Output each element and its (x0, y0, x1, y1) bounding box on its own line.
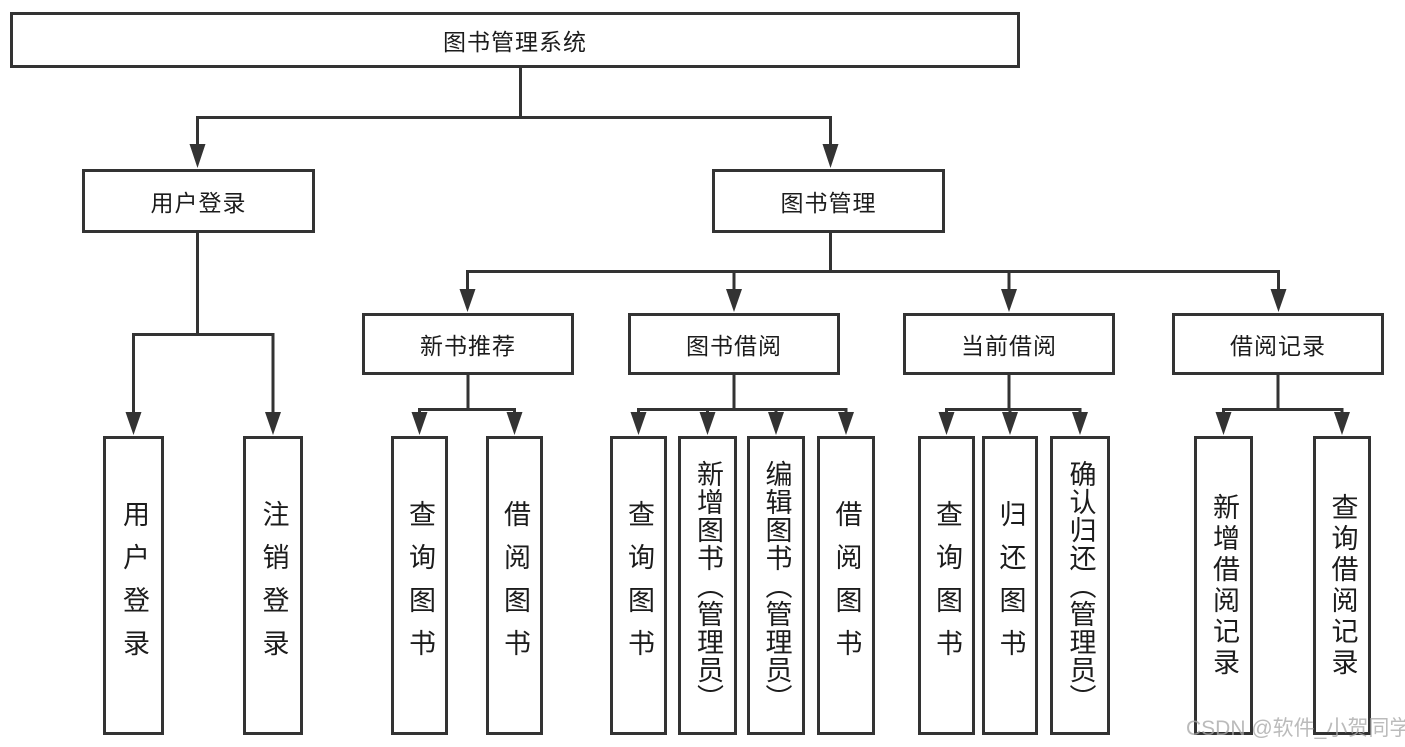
node-label: 借阅图书 (500, 499, 530, 672)
node-new-book-recommend: 新书推荐 (362, 313, 574, 375)
connector-current-borrow-to-leaves (938, 375, 1088, 435)
arrow-down-icon (768, 412, 784, 435)
csdn-watermark: CSDN @软件_小贺同学 (1186, 717, 1405, 740)
arrow-down-icon (630, 412, 647, 435)
node-label: 图书管理 (780, 190, 877, 216)
arrow-down-icon (1002, 412, 1018, 435)
leaf-recommend-borrow-books: 借阅图书 (486, 436, 543, 735)
arrow-down-icon (822, 144, 839, 168)
connector-borrow-records-to-leaves (1215, 375, 1350, 435)
leaf-confirm-return-admin: 确认归还（管理员） (1050, 436, 1110, 735)
connector-root-to-level1 (189, 68, 839, 168)
node-label: 借阅记录 (1230, 333, 1326, 359)
node-book-borrow: 图书借阅 (628, 313, 840, 375)
leaf-query-borrow-record: 查询借阅记录 (1313, 436, 1371, 735)
leaf-edit-book-admin: 编辑图书（管理员） (747, 436, 805, 735)
arrow-down-icon (1334, 412, 1350, 435)
leaf-user-login: 用户登录 (103, 436, 164, 735)
leaf-current-query-books: 查询图书 (918, 436, 975, 735)
node-label: 查询图书 (405, 499, 435, 672)
node-label: 归还图书 (995, 499, 1026, 672)
connector-new-book-recommend-to-leaves (411, 375, 523, 435)
arrow-down-icon (838, 412, 854, 435)
node-label: 新增图书（管理员） (693, 459, 723, 712)
arrow-down-icon (459, 289, 476, 312)
arrow-down-icon (726, 289, 742, 312)
node-root-library-management-system: 图书管理系统 (10, 12, 1020, 68)
node-label: 查询图书 (932, 499, 962, 672)
arrow-down-icon (938, 412, 955, 435)
node-label: 借阅图书 (831, 499, 862, 672)
leaf-recommend-query-books: 查询图书 (391, 436, 448, 735)
arrow-down-icon (265, 412, 281, 435)
node-current-borrow: 当前借阅 (903, 313, 1115, 375)
leaf-add-borrow-record: 新增借阅记录 (1194, 436, 1253, 735)
leaf-return-books: 归还图书 (982, 436, 1038, 735)
arrow-down-icon (1215, 412, 1232, 435)
node-label: 当前借阅 (961, 333, 1057, 359)
arrow-down-icon (699, 412, 716, 435)
leaf-borrow-books: 借阅图书 (817, 436, 875, 735)
node-label: 编辑图书（管理员） (761, 459, 792, 712)
node-label: 注销登录 (258, 499, 289, 672)
arrow-down-icon (1001, 289, 1017, 312)
node-borrow-records: 借阅记录 (1172, 313, 1384, 375)
connector-book-borrow-to-leaves (630, 375, 854, 435)
arrow-down-icon (506, 412, 523, 435)
node-label: 图书借阅 (686, 333, 782, 359)
arrow-down-icon (1270, 289, 1287, 312)
arrow-down-icon (125, 412, 142, 435)
node-label: 新书推荐 (420, 333, 516, 359)
node-label: 用户登录 (150, 190, 247, 216)
node-book-management: 图书管理 (712, 169, 945, 233)
node-label: 新增借阅记录 (1209, 492, 1239, 679)
node-label: 用户登录 (119, 499, 149, 672)
leaf-borrow-query-books: 查询图书 (610, 436, 667, 735)
leaf-logout: 注销登录 (243, 436, 303, 735)
arrow-down-icon (1072, 412, 1088, 435)
connector-user-login-to-leaves (125, 233, 281, 435)
node-label: 查询图书 (624, 499, 654, 672)
node-label: 图书管理系统 (443, 29, 587, 55)
arrow-down-icon (411, 412, 428, 435)
node-user-login: 用户登录 (82, 169, 315, 233)
node-label: 确认归还（管理员） (1065, 459, 1096, 712)
connector-book-management-to-level2 (459, 233, 1287, 312)
node-label: 查询借阅记录 (1327, 492, 1358, 679)
arrow-down-icon (189, 144, 206, 168)
leaf-add-book-admin: 新增图书（管理员） (678, 436, 737, 735)
